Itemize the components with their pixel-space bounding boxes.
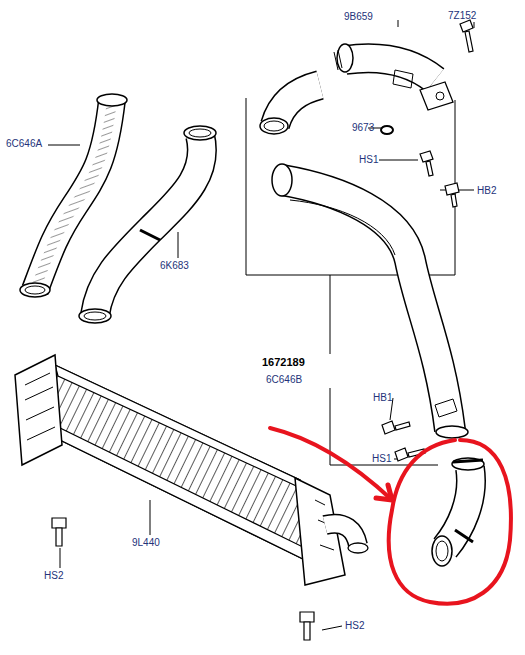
hose-6c646b: [272, 164, 468, 438]
callout-number: 7Z152: [448, 10, 476, 22]
callout-number: HS2: [345, 620, 364, 632]
callout-number: 9B659: [344, 11, 373, 23]
pipe-9b659: [260, 44, 453, 134]
callout-number: HS1: [359, 154, 378, 166]
callout-number: HS1: [372, 453, 391, 465]
callout-number: HB2: [477, 185, 496, 197]
callout-number: 1672189: [262, 356, 305, 368]
callout-number: 9673: [352, 122, 374, 134]
hose-small: [432, 458, 484, 566]
red-annotation: [270, 428, 511, 604]
callout-number: 6C646A: [6, 138, 42, 150]
callout-number: 6C646B: [266, 374, 302, 386]
callout-number: HB1: [373, 392, 392, 404]
intercooler-9l440: [15, 355, 368, 585]
callout-number: 9L440: [132, 537, 160, 549]
hose-6k683: [79, 126, 216, 323]
bolts: [52, 20, 473, 640]
callout-number: HS2: [44, 570, 63, 582]
callout-number: 6K683: [160, 260, 189, 272]
